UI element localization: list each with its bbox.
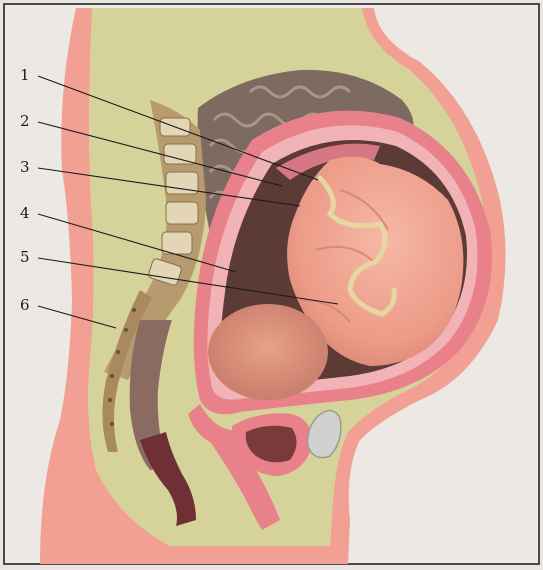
label-2: 2 bbox=[20, 112, 30, 130]
label-1: 1 bbox=[20, 66, 30, 84]
label-6: 6 bbox=[20, 296, 30, 314]
label-4: 4 bbox=[20, 204, 30, 222]
label-3: 3 bbox=[20, 158, 30, 176]
label-5: 5 bbox=[20, 248, 30, 266]
fetus-head bbox=[208, 304, 328, 400]
